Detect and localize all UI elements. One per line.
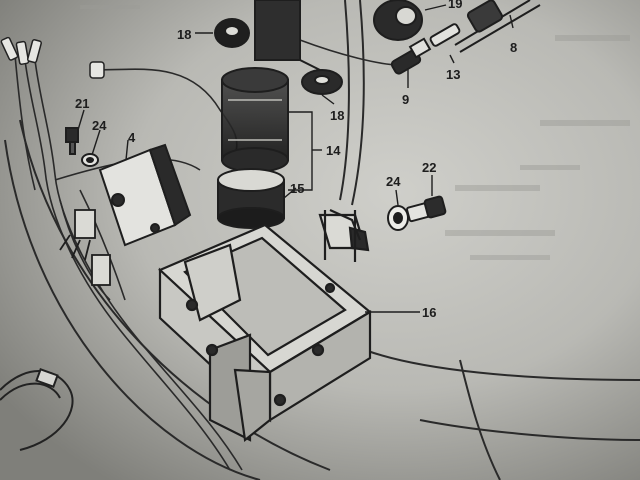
callout-21: 21: [75, 96, 89, 111]
leader-lines: [77, 4, 514, 313]
callout-16: 16: [422, 305, 436, 320]
callout-18-upper: 18: [177, 27, 191, 42]
bleed-through-text: [80, 5, 630, 260]
part-13-pin: [429, 23, 461, 47]
callout-19: 19: [448, 0, 462, 11]
connector-block: [59, 209, 111, 286]
callout-13: 13: [446, 67, 460, 82]
part-22-bolt: [406, 195, 447, 223]
part-14-coil: [221, 67, 289, 173]
part-4-regulator: [98, 143, 192, 247]
part-18-grommet-upper: [214, 18, 250, 48]
hose-clamp: [0, 368, 74, 451]
callout-22: 22: [422, 160, 436, 175]
part-8-nut: [466, 0, 504, 33]
part-19-cap: [373, 0, 423, 41]
callout-14: 14: [326, 143, 341, 158]
part-24-washer-left: [81, 153, 99, 167]
part-16-bracket: [158, 208, 372, 443]
callout-4: 4: [128, 130, 136, 145]
part-18-grommet-lower: [301, 69, 343, 95]
callout-8: 8: [510, 40, 517, 55]
part-24-washer-right: [387, 205, 409, 231]
callout-24-right: 24: [386, 174, 401, 189]
callout-24-left: 24: [92, 118, 107, 133]
part-9-plug: [390, 37, 432, 75]
part-15-sleeve: [217, 168, 285, 229]
callout-18-lower: 18: [330, 108, 344, 123]
callout-15: 15: [290, 181, 304, 196]
callout-9: 9: [402, 92, 409, 107]
part-21-bolt: [65, 127, 79, 155]
wire-connectors: [0, 36, 105, 79]
